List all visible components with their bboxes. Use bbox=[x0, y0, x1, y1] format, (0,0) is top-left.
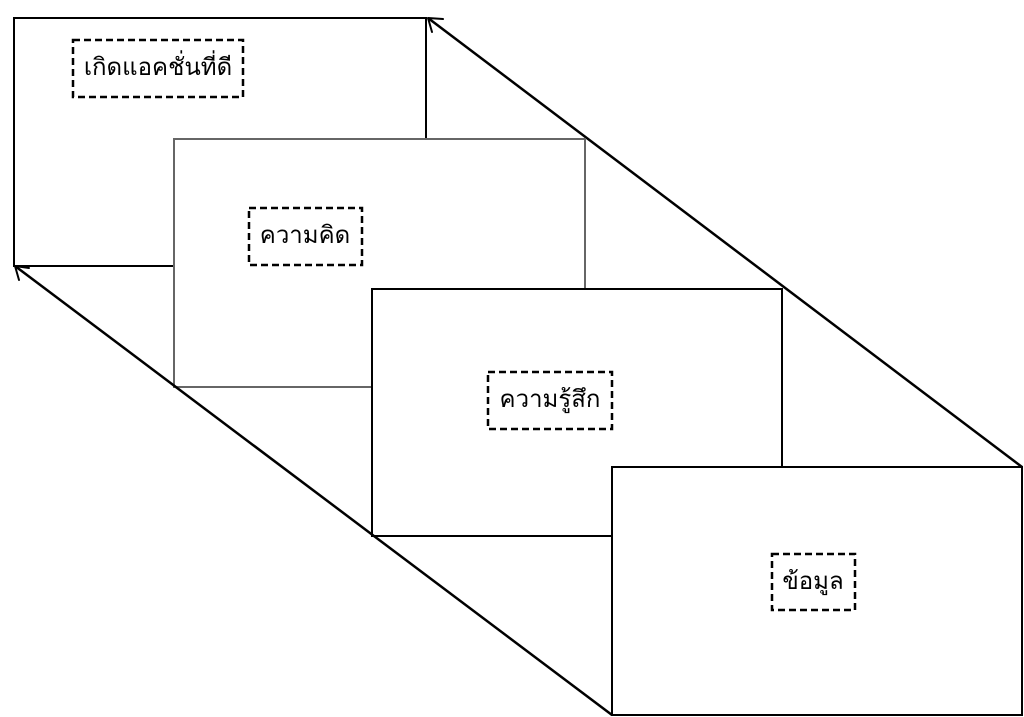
label-frame-thought bbox=[247, 206, 364, 267]
label-frame-information bbox=[770, 552, 857, 612]
label-text-thought: ความคิด bbox=[260, 221, 350, 249]
label-frame-action bbox=[71, 38, 245, 99]
connector-information-to-action-bottom bbox=[14, 265, 613, 716]
label-text-feeling: ความรู้สึก bbox=[500, 385, 601, 414]
stage-label-action: เกิดแอคชั่นที่ดี bbox=[71, 38, 245, 99]
label-frame-feeling bbox=[486, 370, 614, 431]
label-text-information: ข้อมูล bbox=[782, 567, 843, 596]
label-text-action: เกิดแอคชั่นที่ดี bbox=[84, 50, 232, 81]
stage-label-thought: ความคิด bbox=[247, 206, 364, 267]
arrow-left-icon bbox=[14, 265, 30, 281]
stage-label-information: ข้อมูล bbox=[770, 552, 857, 612]
stage-label-feeling: ความรู้สึก bbox=[486, 370, 614, 431]
connector-information-to-action-top bbox=[427, 17, 1023, 468]
arrow-up-icon bbox=[427, 17, 444, 33]
